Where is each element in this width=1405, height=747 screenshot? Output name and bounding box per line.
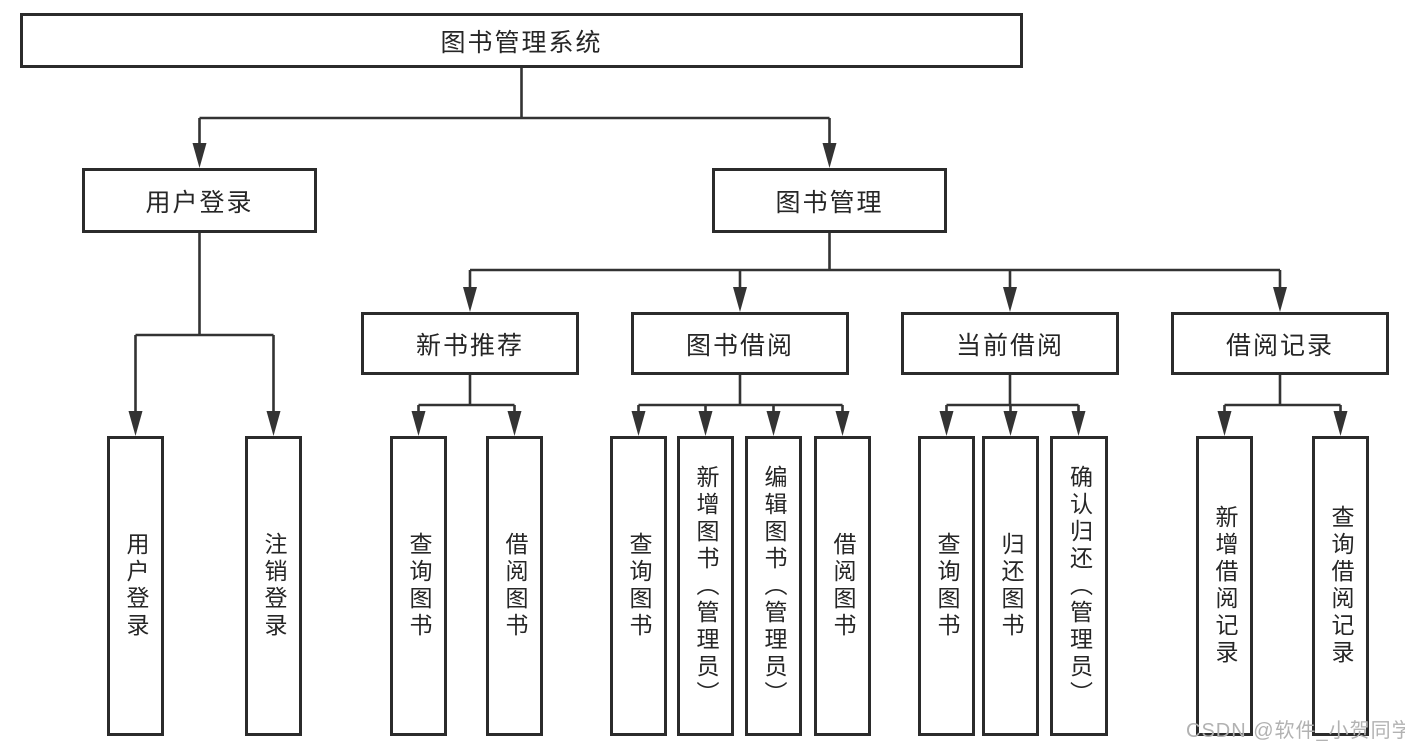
node-leaf-return-books: 归还图书	[982, 436, 1039, 736]
arrowhead	[128, 411, 143, 436]
edges-user-login-to-leaves	[128, 233, 281, 436]
arrowhead	[822, 143, 837, 168]
arrowhead	[939, 411, 954, 436]
node-leaf-query-books-recommend: 查询图书	[390, 436, 447, 736]
arrowhead	[1003, 287, 1017, 312]
edges-current-borrow-to-leaves	[939, 375, 1086, 436]
edges-root-to-branches	[192, 68, 837, 168]
node-leaf-logout: 注销登录	[245, 436, 302, 736]
node-root-system: 图书管理系统	[20, 13, 1023, 68]
connector-line	[134, 233, 275, 412]
node-leaf-query-books-borrow: 查询图书	[610, 436, 667, 736]
arrowhead	[411, 411, 426, 436]
node-module-borrow-records: 借阅记录	[1171, 312, 1389, 375]
edges-book-borrow-to-leaves	[631, 375, 850, 436]
edges-borrow-records-to-leaves	[1217, 375, 1348, 436]
node-module-new-book-recommend: 新书推荐	[361, 312, 579, 375]
connector-line	[468, 233, 1282, 288]
node-module-book-borrow: 图书借阅	[631, 312, 849, 375]
arrowhead	[463, 287, 477, 312]
node-leaf-user-login: 用户登录	[107, 436, 164, 736]
node-leaf-confirm-return-admin: 确认归还（管理员）	[1050, 436, 1108, 736]
arrowhead	[766, 411, 781, 436]
node-leaf-edit-book-admin: 编辑图书（管理员）	[745, 436, 802, 736]
connector-line	[198, 68, 831, 144]
node-leaf-borrow-books-recommend: 借阅图书	[486, 436, 543, 736]
connector-line	[417, 375, 516, 413]
arrowhead	[1003, 411, 1018, 436]
node-branch-user-login: 用户登录	[82, 168, 317, 233]
node-leaf-add-book-admin: 新增图书（管理员）	[677, 436, 734, 736]
node-leaf-add-borrow-record: 新增借阅记录	[1196, 436, 1253, 736]
node-leaf-query-books-current: 查询图书	[918, 436, 975, 736]
node-module-current-borrow: 当前借阅	[901, 312, 1119, 375]
edges-book-management-to-modules	[463, 233, 1287, 312]
arrowhead	[835, 411, 850, 436]
arrowhead	[698, 411, 713, 436]
watermark-text: CSDN @软件_小贺同学	[1186, 720, 1405, 742]
connector-line	[637, 375, 844, 413]
node-leaf-query-borrow-record: 查询借阅记录	[1312, 436, 1369, 736]
arrowhead	[192, 143, 207, 168]
node-leaf-borrow-books: 借阅图书	[814, 436, 871, 736]
node-branch-book-management: 图书管理	[712, 168, 947, 233]
arrowhead	[1333, 411, 1348, 436]
arrowhead	[1217, 411, 1232, 436]
connector-line	[1223, 375, 1342, 413]
arrowhead	[1273, 287, 1287, 312]
connector-line	[945, 375, 1080, 413]
arrowhead	[266, 411, 281, 436]
edges-new-book-recommend-to-leaves	[411, 375, 522, 436]
arrowhead	[733, 287, 747, 312]
arrowhead	[631, 411, 646, 436]
arrowhead	[1071, 411, 1086, 436]
arrowhead	[507, 411, 522, 436]
